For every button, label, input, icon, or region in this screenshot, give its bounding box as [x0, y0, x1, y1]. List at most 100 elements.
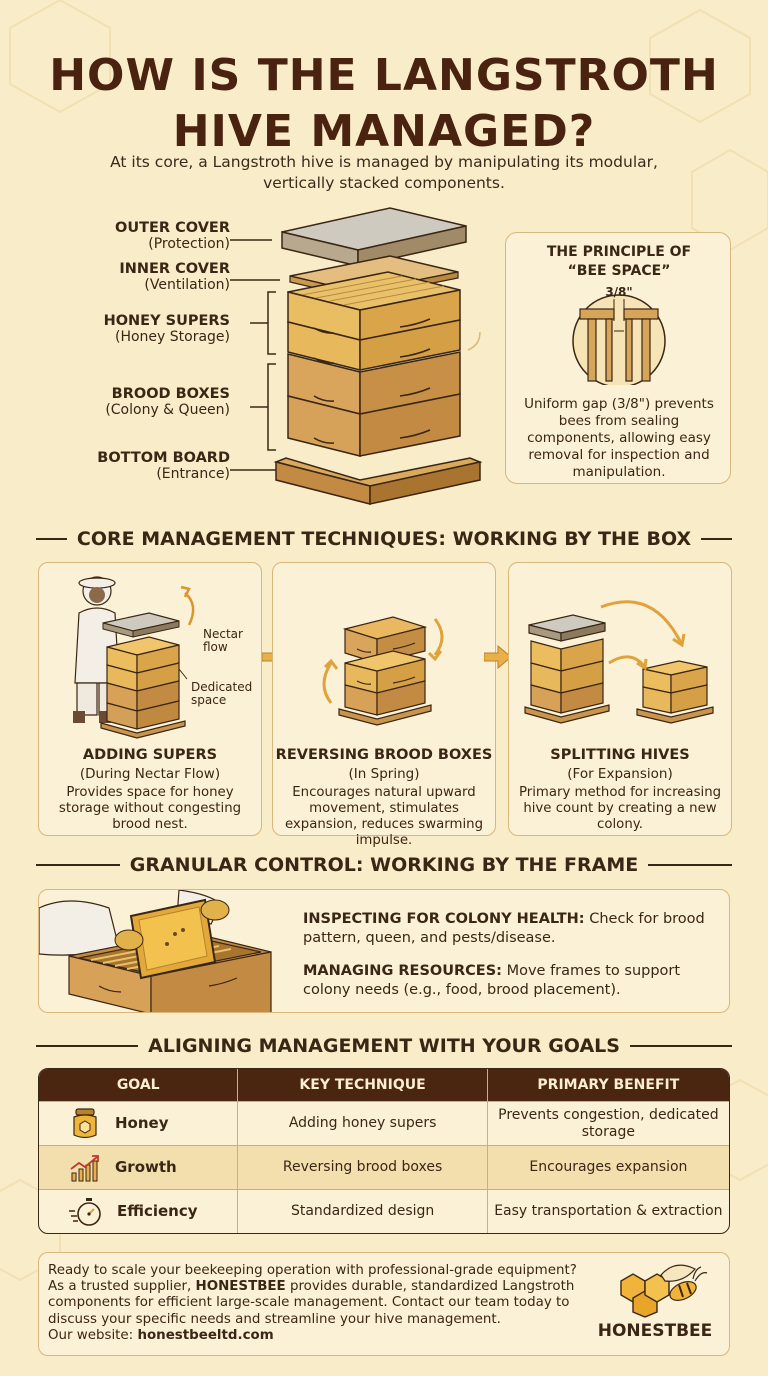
- mini-label-line: flow: [203, 640, 228, 654]
- section-heading-box: CORE MANAGEMENT TECHNIQUES: WORKING BY T…: [36, 527, 732, 551]
- part-name: BROOD BOXES: [111, 386, 230, 402]
- dedicated-space-label: Dedicated space: [191, 681, 252, 707]
- technique-title: SPLITTING HIVES: [550, 747, 690, 763]
- mini-label-line: Nectar: [203, 627, 243, 641]
- part-role: (Ventilation): [144, 277, 230, 293]
- technique-subtitle: (For Expansion): [567, 766, 673, 782]
- part-role: (Honey Storage): [114, 329, 230, 345]
- divider: [36, 538, 67, 540]
- table-row: Efficiency Standardized design Easy tran…: [39, 1189, 729, 1233]
- title-line-2: HIVE MANAGED?: [172, 106, 596, 157]
- technique-subtitle: (During Nectar Flow): [79, 766, 221, 782]
- technique-description: Encourages natural upward movement, stim…: [284, 785, 484, 848]
- header-primary-benefit: PRIMARY BENEFIT: [537, 1076, 680, 1093]
- reversing-brood-illustration: [322, 616, 444, 726]
- table-row: Growth Reversing brood boxes Encourages …: [39, 1145, 729, 1189]
- frame-inspection-illustration: [39, 890, 272, 1012]
- divider: [36, 1045, 139, 1047]
- footer-cta: Ready to scale your beekeeping operation…: [38, 1252, 730, 1356]
- mini-label-line: space: [191, 693, 227, 707]
- goal-cell: Honey: [39, 1102, 239, 1145]
- frame-item-label: MANAGING RESOURCES:: [303, 963, 502, 979]
- section-heading-goals: ALIGNING MANAGEMENT WITH YOUR GOALS: [36, 1034, 733, 1058]
- part-role: (Entrance): [156, 466, 230, 482]
- benefit-cell: Encourages expansion: [529, 1159, 688, 1175]
- frame-control-card: INSPECTING FOR COLONY HEALTH: Check for …: [38, 889, 730, 1013]
- label-inner-cover: INNER COVER (Ventilation): [119, 261, 230, 293]
- honey-jar-icon: [73, 1107, 97, 1138]
- table-row: Honey Adding honey supers Prevents conge…: [39, 1101, 729, 1145]
- part-role: (Colony & Queen): [105, 402, 230, 418]
- frame-item-text: Check for brood pattern, queen, and pest…: [303, 911, 705, 946]
- frame-item-label: INSPECTING FOR COLONY HEALTH:: [303, 911, 585, 927]
- part-name: BOTTOM BOARD: [97, 450, 230, 466]
- footer-text: Ready to scale your beekeeping operation…: [48, 1263, 588, 1344]
- footer-line-b: provides durable, standardized Langstrot…: [48, 1279, 575, 1327]
- frame-item-resources: MANAGING RESOURCES: Move frames to suppo…: [303, 962, 713, 1000]
- table-header-row: GOAL KEY TECHNIQUE PRIMARY BENEFIT: [39, 1069, 729, 1101]
- part-role: (Protection): [148, 236, 230, 252]
- technique-cell: Standardized design: [238, 1190, 488, 1233]
- technique-card-reversing-brood: REVERSING BROOD BOXES (In Spring) Encour…: [272, 562, 496, 848]
- honestbee-logo-icon: [620, 1264, 708, 1318]
- header-key-technique: KEY TECHNIQUE: [238, 1069, 488, 1101]
- frame-item-inspecting: INSPECTING FOR COLONY HEALTH: Check for …: [303, 910, 713, 948]
- divider: [36, 864, 120, 866]
- bee-space-title: THE PRINCIPLE OF “BEE SPACE”: [506, 243, 732, 281]
- technique-cell: Reversing brood boxes: [238, 1146, 488, 1189]
- footer-brand-inline: HONESTBEE: [195, 1279, 286, 1295]
- technique-subtitle: (In Spring): [348, 766, 420, 782]
- website-link[interactable]: honestbeeltd.com: [137, 1327, 274, 1343]
- frame-item-text: Move frames to support colony needs (e.g…: [303, 963, 681, 998]
- technique-cell: Adding honey supers: [238, 1102, 488, 1145]
- part-name: HONEY SUPERS: [103, 313, 230, 329]
- bee-space-diagram: 3/8": [572, 285, 666, 385]
- technique-description: Provides space for honey storage without…: [58, 785, 242, 832]
- goals-table: GOAL KEY TECHNIQUE PRIMARY BENEFIT Honey…: [38, 1068, 730, 1234]
- mini-label-line: Dedicated: [191, 680, 253, 694]
- arrow-right-icon: [484, 645, 512, 669]
- technique-title: REVERSING BROOD BOXES: [275, 747, 493, 763]
- adding-supers-illustration: [73, 576, 195, 739]
- goal-cell: Efficiency: [39, 1190, 239, 1233]
- goal-text: Growth: [115, 1158, 177, 1176]
- goal-cell: Growth: [39, 1146, 239, 1189]
- label-bottom-board: BOTTOM BOARD (Entrance): [97, 450, 230, 482]
- stopwatch-icon: [69, 1197, 101, 1226]
- splitting-hives-illustration: [524, 600, 714, 724]
- nectar-flow-label: Nectar flow: [203, 628, 243, 654]
- technique-title: ADDING SUPERS: [82, 747, 218, 763]
- part-name: INNER COVER: [119, 261, 230, 277]
- goal-text: Efficiency: [117, 1202, 198, 1220]
- part-name: OUTER COVER: [115, 220, 230, 236]
- section-heading-text: GRANULAR CONTROL: WORKING BY THE FRAME: [129, 854, 639, 876]
- label-outer-cover: OUTER COVER (Protection): [115, 220, 230, 252]
- technique-card-splitting-hives: SPLITTING HIVES (For Expansion) Primary …: [508, 562, 732, 836]
- page-subtitle: At its core, a Langstroth hive is manage…: [110, 153, 658, 192]
- growth-chart-icon: [70, 1154, 99, 1181]
- footer-line-a: Ready to scale your beekeeping operation…: [48, 1263, 577, 1295]
- section-heading-text: CORE MANAGEMENT TECHNIQUES: WORKING BY T…: [76, 528, 692, 550]
- technique-description: Primary method for increasing hive count…: [518, 785, 722, 832]
- brand-name: HONESTBEE: [597, 1321, 713, 1341]
- benefit-cell: Easy transportation & extraction: [494, 1203, 723, 1219]
- bee-space-text: Uniform gap (3/8") prevents bees from se…: [524, 396, 714, 480]
- divider: [629, 1045, 733, 1047]
- bee-space-card: THE PRINCIPLE OF “BEE SPACE” 3/8" Unifor…: [505, 232, 731, 484]
- bee-space-title-1: THE PRINCIPLE OF: [546, 244, 692, 260]
- section-heading-text: ALIGNING MANAGEMENT WITH YOUR GOALS: [148, 1035, 620, 1057]
- label-brood-boxes: BROOD BOXES (Colony & Queen): [105, 386, 230, 418]
- title-line-1: HOW IS THE LANGSTROTH: [49, 50, 719, 101]
- bee-space-measure: 3/8": [605, 285, 632, 299]
- website-label: Our website:: [48, 1327, 138, 1343]
- bee-space-title-2: “BEE SPACE”: [567, 263, 671, 279]
- page-title: HOW IS THE LANGSTROTH HIVE MANAGED?: [0, 48, 768, 160]
- goal-text: Honey: [115, 1114, 169, 1132]
- divider: [701, 538, 732, 540]
- langstroth-hive-illustration: [230, 207, 483, 505]
- benefit-cell: Prevents congestion, dedicated storage: [498, 1106, 719, 1140]
- divider: [648, 864, 732, 866]
- technique-card-adding-supers: Nectar flow Dedicated space ADDING SUPER…: [38, 562, 262, 836]
- label-honey-supers: HONEY SUPERS (Honey Storage): [104, 313, 230, 345]
